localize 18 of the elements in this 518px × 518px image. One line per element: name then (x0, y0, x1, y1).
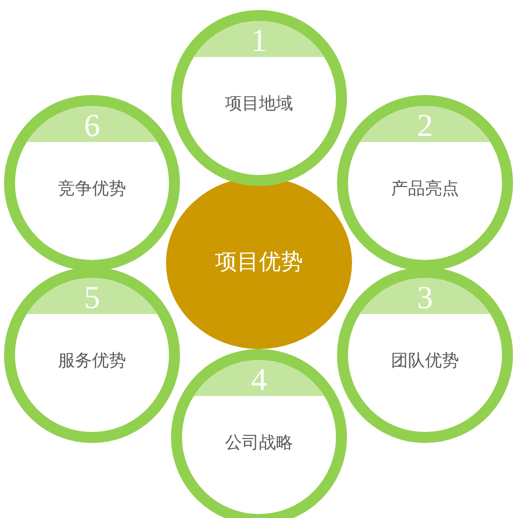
ring-circle (4, 95, 180, 271)
circle-label: 项目地域 (224, 93, 294, 115)
circle-label: 公司战略 (224, 432, 294, 454)
number-label: 1 (250, 22, 268, 58)
ring-circle (337, 267, 513, 443)
number-label: 4 (250, 361, 268, 397)
circle-label: 竞争优势 (57, 178, 127, 200)
circle-label: 服务优势 (57, 350, 127, 372)
circle-label: 产品亮点 (390, 178, 460, 200)
ring-circle (171, 10, 347, 186)
number-label: 6 (83, 107, 101, 143)
ring-circle (4, 267, 180, 443)
number-label: 5 (83, 279, 101, 315)
circle-label: 团队优势 (390, 350, 460, 372)
ring-circle (337, 95, 513, 271)
number-label: 3 (416, 279, 434, 315)
number-label: 2 (416, 107, 434, 143)
center-label: 项目优势 (214, 249, 304, 277)
